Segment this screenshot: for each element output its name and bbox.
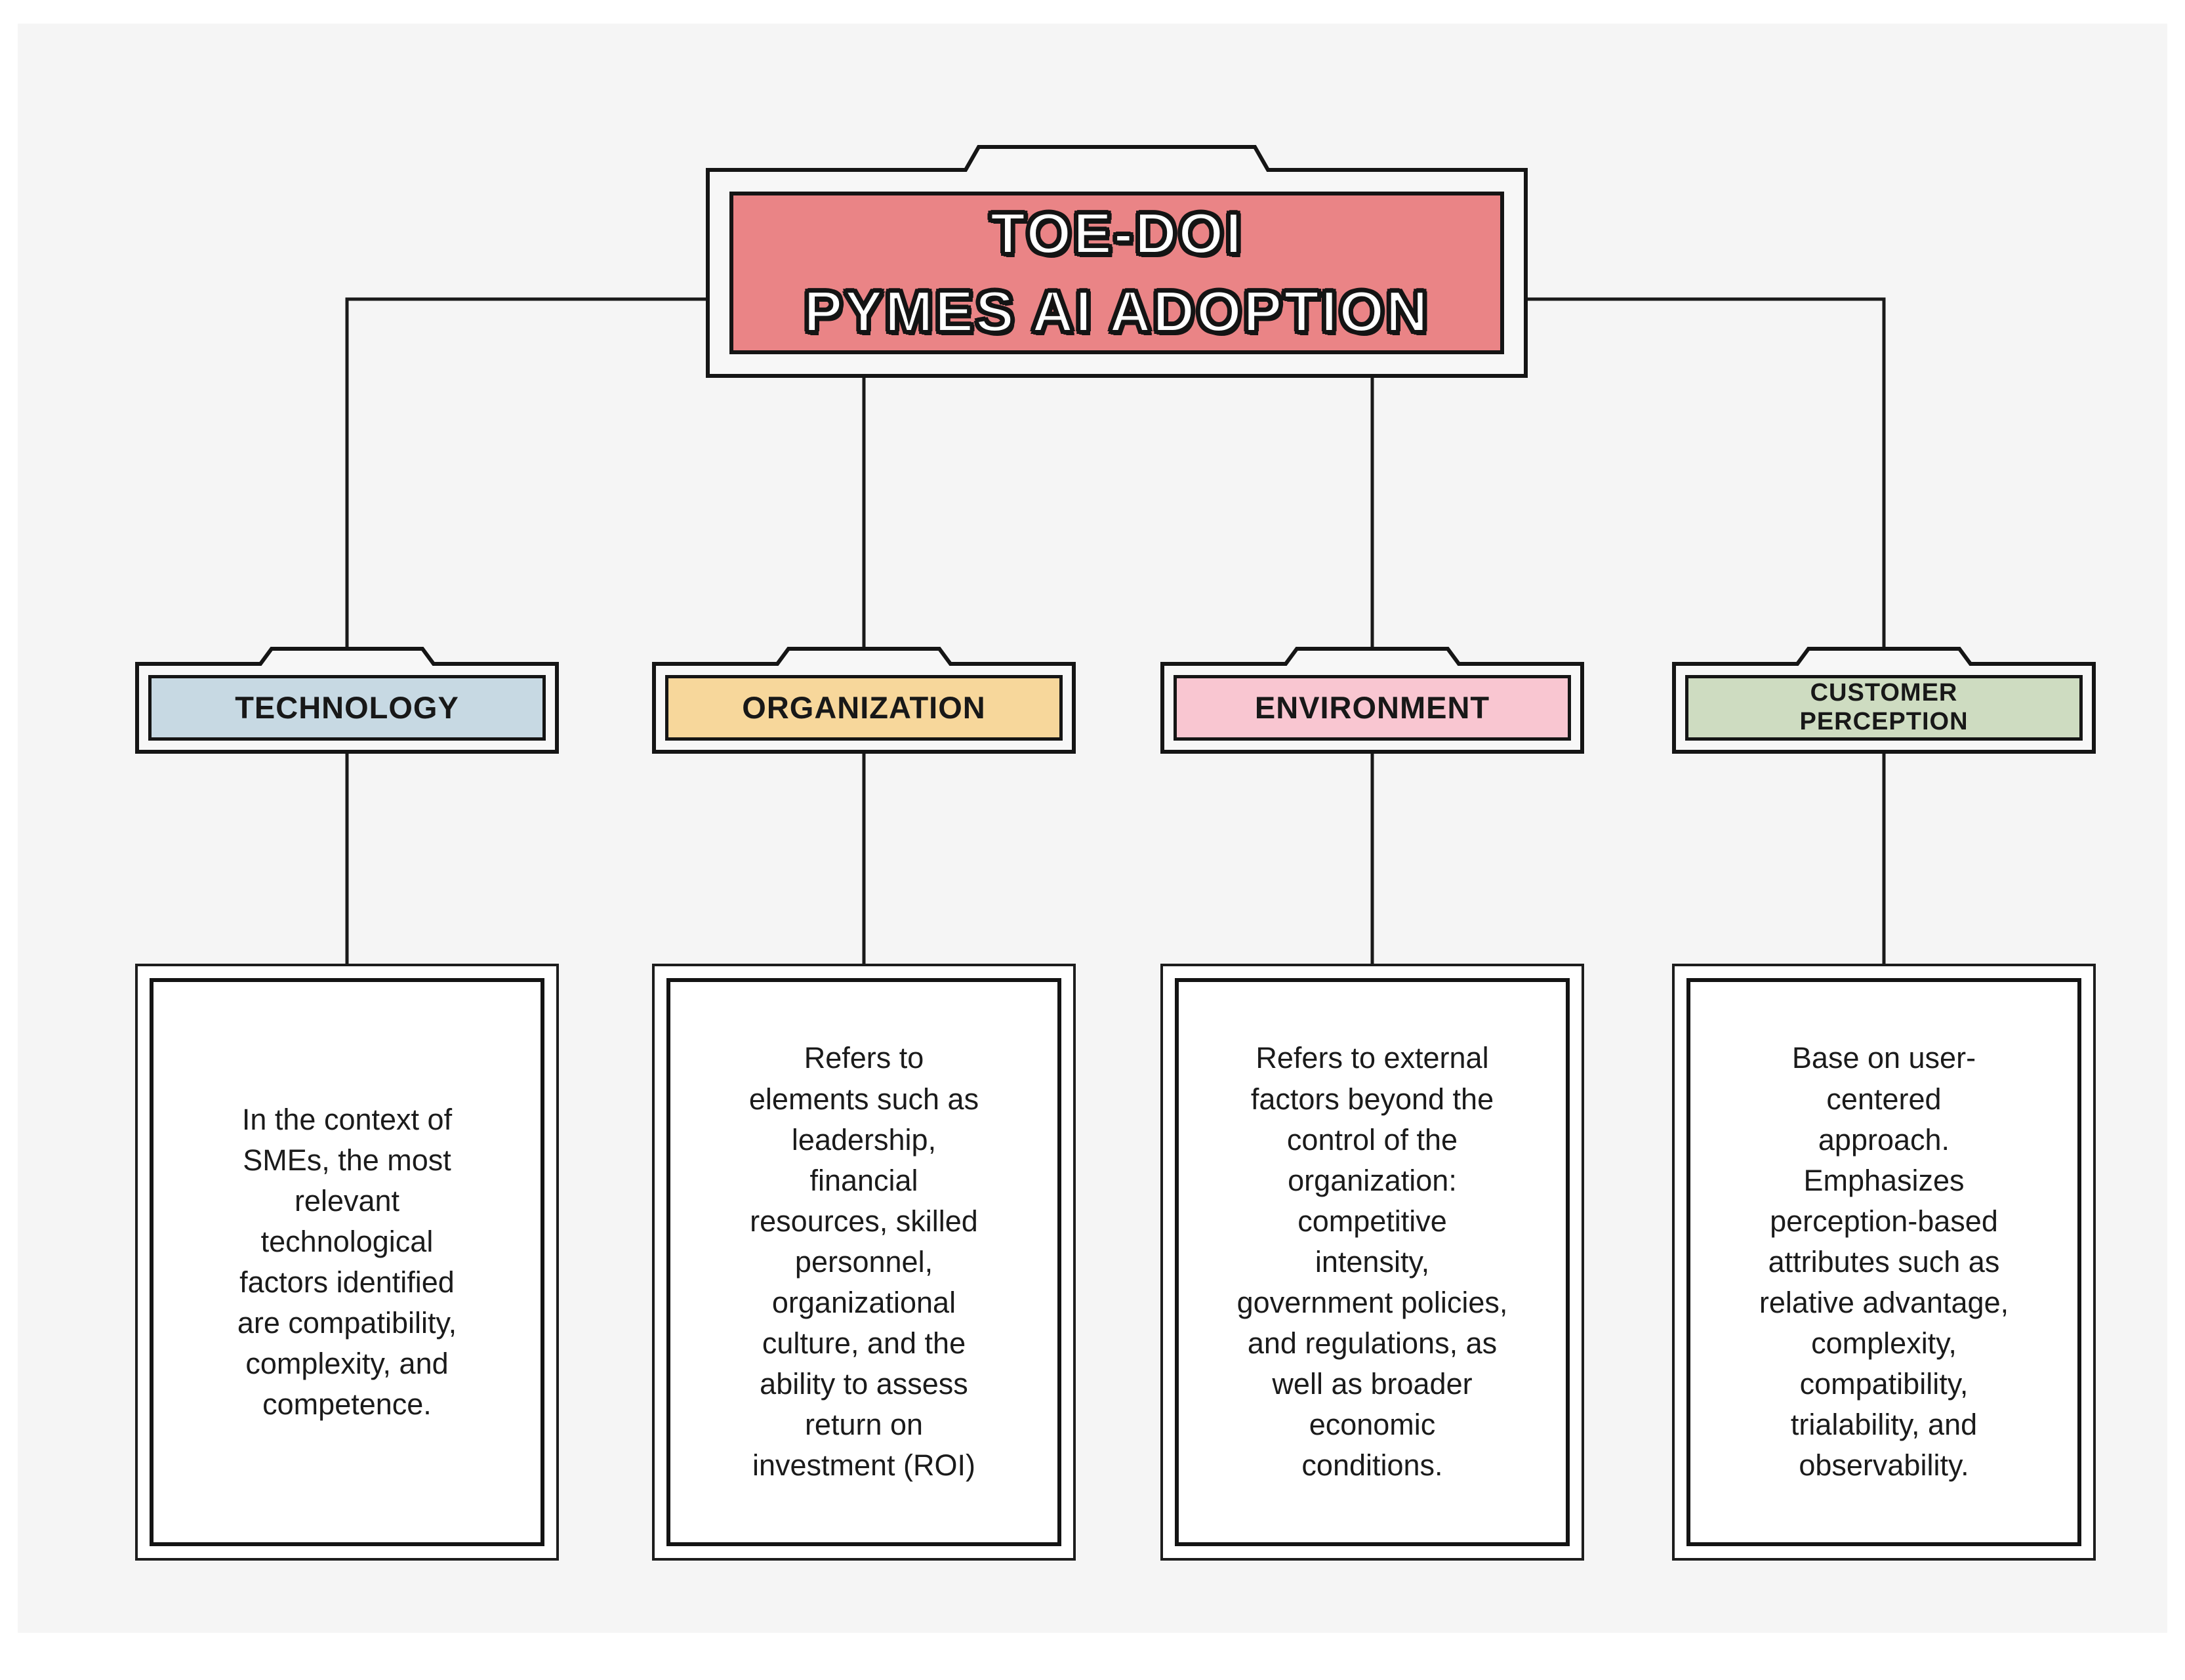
description-inner-customer-perception: Base on user- centered approach. Emphasi…: [1686, 978, 2081, 1546]
organization-node-fill: ORGANIZATION: [665, 675, 1063, 741]
description-box-organization: Refers to elements such as leadership, f…: [652, 964, 1076, 1561]
technology-node-label: TECHNOLOGY: [235, 689, 459, 725]
root-node-toe-doi: TOE-DOI PYMES AI ADOPTION: [706, 145, 1528, 378]
environment-node-fill: ENVIRONMENT: [1174, 675, 1571, 741]
description-box-technology: In the context of SMEs, the most relevan…: [135, 964, 559, 1561]
description-inner-organization: Refers to elements such as leadership, f…: [666, 978, 1061, 1546]
root-node-label: TOE-DOI PYMES AI ADOPTION: [803, 199, 1430, 345]
description-text-organization: Refers to elements such as leadership, f…: [748, 1041, 979, 1483]
root-node-fill: TOE-DOI PYMES AI ADOPTION: [729, 192, 1504, 354]
connector-lines: [345, 297, 1886, 972]
description-box-environment: Refers to external factors beyond the co…: [1160, 964, 1584, 1561]
description-text-customer-perception: Base on user- centered approach. Emphasi…: [1759, 1041, 2009, 1483]
branch-node-environment: ENVIRONMENT: [1160, 647, 1584, 754]
customer-perception-node-fill: CUSTOMER PERCEPTION: [1685, 675, 2083, 741]
description-inner-technology: In the context of SMEs, the most relevan…: [150, 978, 544, 1546]
description-text-technology: In the context of SMEs, the most relevan…: [237, 1102, 457, 1422]
connector-title-to-technology: [345, 297, 710, 670]
diagram-canvas: TOE-DOI PYMES AI ADOPTION TECHNOLOGY ORG…: [18, 24, 2167, 1633]
connector-title-to-customer-perception: [1523, 297, 1886, 670]
branch-node-customer-perception: CUSTOMER PERCEPTION: [1672, 647, 2096, 754]
technology-node-fill: TECHNOLOGY: [148, 675, 546, 741]
customer-perception-node-label: CUSTOMER PERCEPTION: [1799, 679, 1969, 735]
description-inner-environment: Refers to external factors beyond the co…: [1175, 978, 1570, 1546]
description-box-customer-perception: Base on user- centered approach. Emphasi…: [1672, 964, 2096, 1561]
branch-node-organization: ORGANIZATION: [652, 647, 1076, 754]
branch-node-technology: TECHNOLOGY: [135, 647, 559, 754]
organization-node-label: ORGANIZATION: [742, 689, 986, 725]
description-text-environment: Refers to external factors beyond the co…: [1236, 1041, 1508, 1483]
environment-node-label: ENVIRONMENT: [1254, 689, 1490, 725]
